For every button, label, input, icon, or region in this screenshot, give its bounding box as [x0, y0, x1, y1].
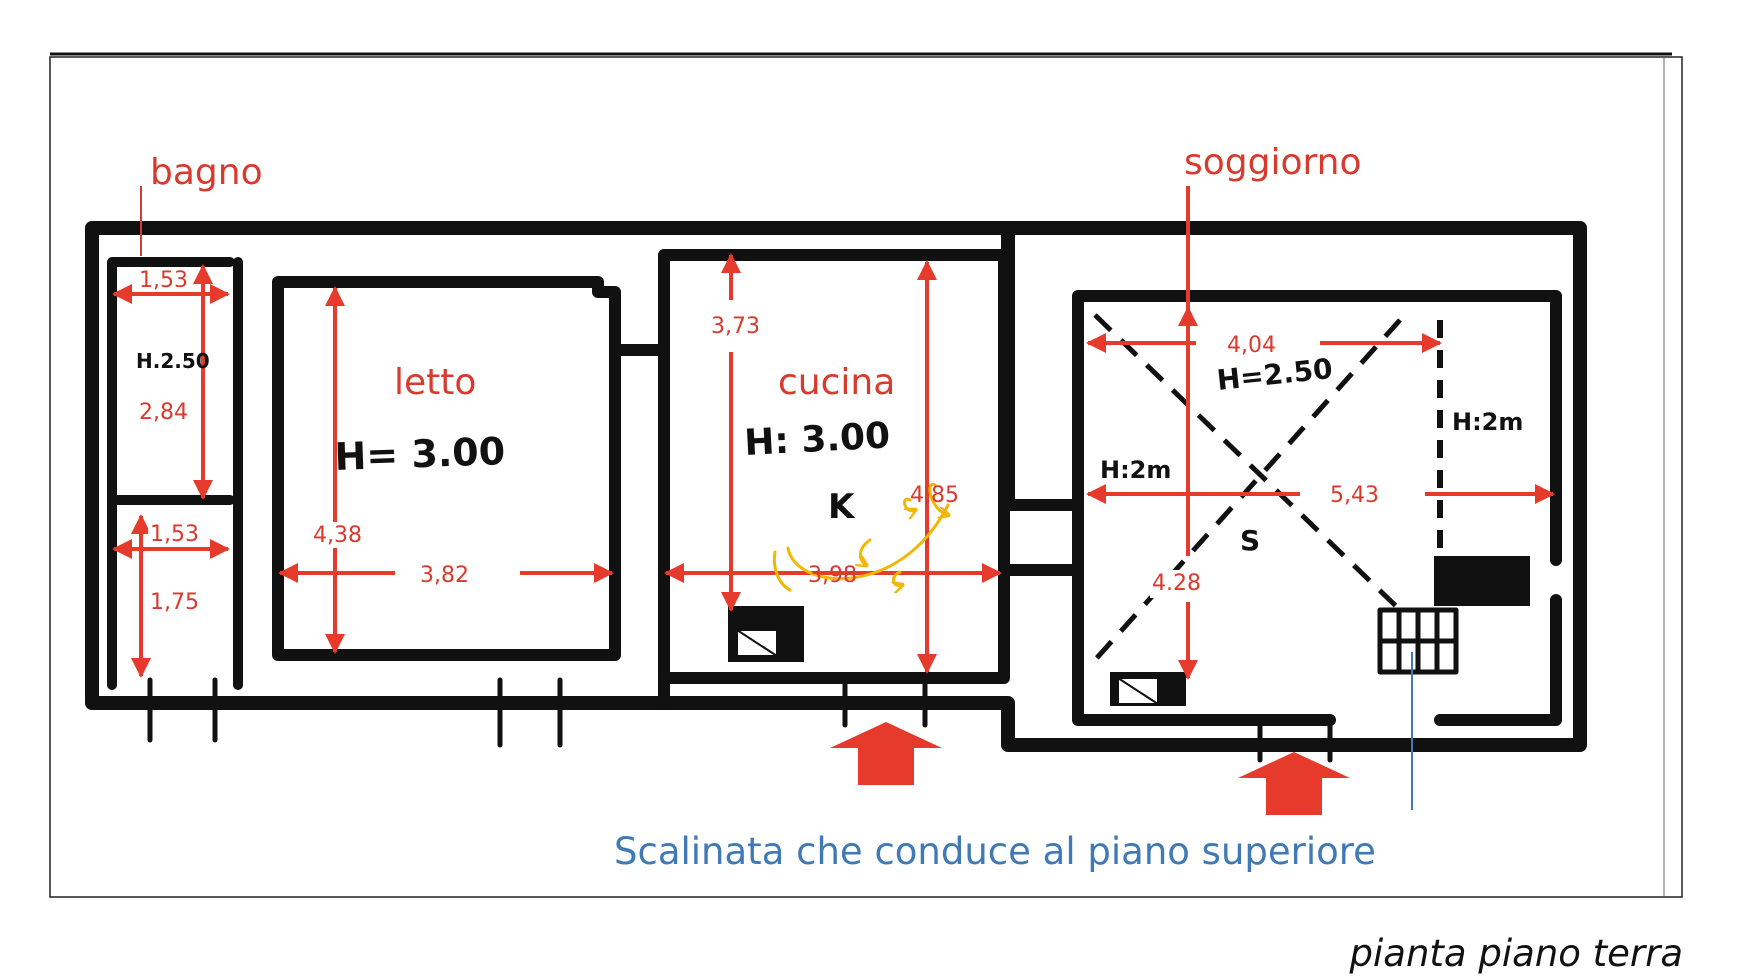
plan-caption: pianta piano terra — [1349, 932, 1684, 975]
dim-bagno-width-top: 1,53 — [139, 268, 188, 293]
dim-bagno-width-bottom: 1,53 — [150, 522, 199, 547]
soggiorno-height-note-3: H:2m — [1452, 408, 1523, 436]
cucina-k-note: K — [828, 487, 856, 527]
dim-cucina-height-right: 4,85 — [910, 483, 959, 508]
room-label-letto: letto — [394, 362, 476, 403]
bagno-height-note: H.2.50 — [136, 349, 210, 373]
dim-cucina-width: 3,98 — [808, 563, 857, 588]
dimension-arrows — [112, 186, 1555, 680]
stair-annotation-text: Scalinata che conduce al piano superiore — [614, 830, 1376, 873]
entrance-arrow-cucina — [830, 722, 942, 785]
entrance-arrows — [830, 722, 1350, 815]
room-label-cucina: cucina — [778, 362, 895, 403]
dim-bagno-height-bottom: 1,75 — [150, 590, 199, 615]
sheet-frame — [49, 52, 1683, 898]
cucina-height-note: H: 3.00 — [743, 415, 891, 464]
building-walls — [85, 221, 1587, 763]
room-labels: bagno letto cucina soggiorno — [150, 142, 1362, 403]
highlight-scribble — [772, 483, 948, 590]
dim-cucina-height-left: 3,73 — [711, 314, 760, 339]
dim-bagno-height: 2,84 — [139, 400, 188, 425]
dim-letto-height: 4,38 — [313, 523, 362, 548]
dim-soggiorno-height: 4.28 — [1152, 571, 1201, 596]
room-label-soggiorno: soggiorno — [1184, 142, 1362, 183]
dim-letto-width: 3,82 — [420, 563, 469, 588]
soggiorno-s-note: S — [1240, 524, 1260, 557]
soggiorno-height-note-1: H=2.50 — [1215, 352, 1334, 397]
dimension-values: 1,53 2,84 1,53 1,75 4,38 3,82 3,73 4,85 … — [136, 268, 1379, 615]
letto-height-note: H= 3.00 — [334, 429, 506, 479]
entrance-arrow-soggiorno — [1238, 752, 1350, 815]
dim-soggiorno-width-top: 4,04 — [1227, 333, 1276, 358]
soggiorno-height-note-2: H:2m — [1100, 456, 1171, 484]
stair-annotation: Scalinata che conduce al piano superiore — [614, 652, 1413, 873]
room-label-bagno: bagno — [150, 152, 263, 193]
dim-soggiorno-width: 5,43 — [1330, 483, 1379, 508]
